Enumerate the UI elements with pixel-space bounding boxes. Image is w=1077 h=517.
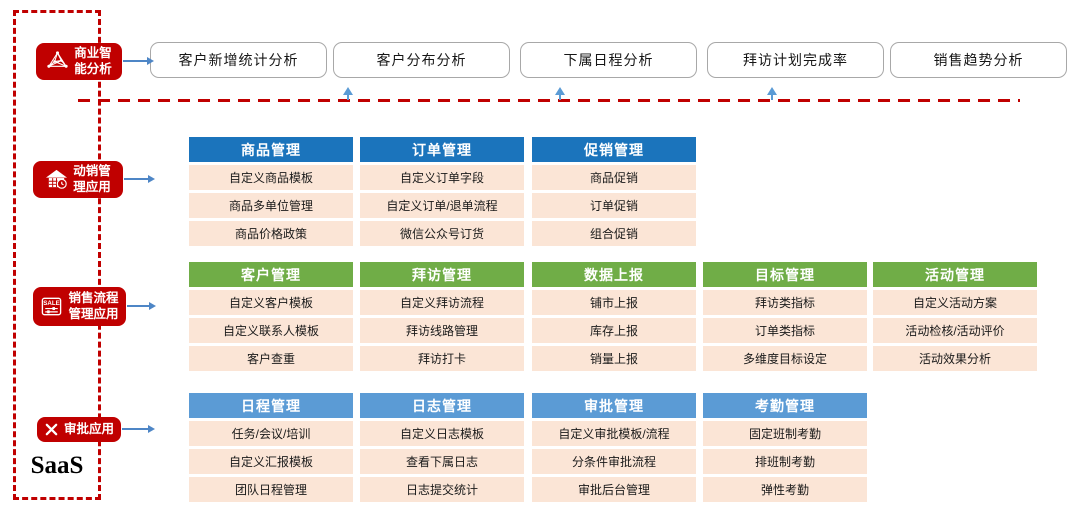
svg-text:SALE: SALE — [44, 300, 61, 307]
up-arrow — [555, 87, 565, 100]
module-label: 商业智能分析 — [74, 46, 112, 77]
feature-table-header: 订单管理 — [360, 137, 524, 162]
feature-table: 目标管理拜访类指标订单类指标多维度目标设定 — [703, 262, 867, 371]
feature-item: 库存上报 — [532, 318, 696, 343]
feature-item: 自定义商品模板 — [189, 165, 353, 190]
feature-item: 铺市上报 — [532, 290, 696, 315]
bi-network-icon — [46, 50, 69, 73]
feature-item: 商品促销 — [532, 165, 696, 190]
up-arrow — [343, 87, 353, 100]
analysis-box: 客户新增统计分析 — [150, 42, 327, 78]
feature-item: 拜访打卡 — [360, 346, 524, 371]
feature-item: 自定义客户模板 — [189, 290, 353, 315]
feature-item: 微信公众号订货 — [360, 221, 524, 246]
feature-item: 自定义日志模板 — [360, 421, 524, 446]
module-approval-app: 审批应用 — [37, 417, 121, 442]
feature-item: 审批后台管理 — [532, 477, 696, 502]
saas-boundary-box — [13, 10, 101, 500]
module-label-line: 销售流程 — [68, 290, 119, 305]
module-label-line: 理应用 — [73, 179, 111, 194]
feature-item: 商品价格政策 — [189, 221, 353, 246]
feature-item: 团队日程管理 — [189, 477, 353, 502]
feature-item: 多维度目标设定 — [703, 346, 867, 371]
feature-table-header: 客户管理 — [189, 262, 353, 287]
analysis-box: 下属日程分析 — [520, 42, 697, 78]
module-sales-process-app: SALE 销售流程管理应用 — [33, 287, 126, 326]
module-label-line: 能分析 — [74, 61, 112, 76]
feature-item: 自定义订单字段 — [360, 165, 524, 190]
module-sales-trade-app: 动销管理应用 — [33, 161, 123, 198]
feature-table-header: 活动管理 — [873, 262, 1037, 287]
module-label-line: 动销管 — [73, 163, 111, 178]
bi-separator-dashed-line — [78, 99, 1020, 102]
analysis-box: 拜访计划完成率 — [707, 42, 884, 78]
feature-table: 商品管理自定义商品模板商品多单位管理商品价格政策 — [189, 137, 353, 246]
module-label: 审批应用 — [64, 422, 114, 438]
feature-table: 审批管理自定义审批模板/流程分条件审批流程审批后台管理 — [532, 393, 696, 502]
connector-arrow — [127, 302, 156, 310]
feature-table: 日志管理自定义日志模板查看下属日志日志提交统计 — [360, 393, 524, 502]
feature-table: 日程管理任务/会议/培训自定义汇报模板团队日程管理 — [189, 393, 353, 502]
feature-table: 订单管理自定义订单字段自定义订单/退单流程微信公众号订货 — [360, 137, 524, 246]
feature-item: 客户查重 — [189, 346, 353, 371]
feature-table: 客户管理自定义客户模板自定义联系人模板客户查重 — [189, 262, 353, 371]
sale-panel-icon: SALE — [40, 295, 63, 318]
feature-item: 日志提交统计 — [360, 477, 524, 502]
module-bi-analysis: 商业智能分析 — [36, 43, 122, 80]
feature-item: 任务/会议/培训 — [189, 421, 353, 446]
analysis-box: 客户分布分析 — [333, 42, 510, 78]
feature-item: 自定义汇报模板 — [189, 449, 353, 474]
feature-item: 订单促销 — [532, 193, 696, 218]
connector-arrow — [124, 175, 155, 183]
feature-item: 自定义拜访流程 — [360, 290, 524, 315]
module-label-line: 管理应用 — [68, 306, 119, 321]
module-label: 销售流程管理应用 — [68, 291, 118, 322]
feature-table: 活动管理自定义活动方案活动检核/活动评价活动效果分析 — [873, 262, 1037, 371]
store-clock-icon — [45, 168, 68, 191]
feature-item: 自定义订单/退单流程 — [360, 193, 524, 218]
feature-table-header: 数据上报 — [532, 262, 696, 287]
crossed-tools-icon — [44, 422, 59, 437]
module-label-line: 商业智 — [74, 45, 112, 60]
feature-item: 商品多单位管理 — [189, 193, 353, 218]
feature-item: 拜访类指标 — [703, 290, 867, 315]
feature-item: 活动效果分析 — [873, 346, 1037, 371]
feature-item: 分条件审批流程 — [532, 449, 696, 474]
feature-item: 查看下属日志 — [360, 449, 524, 474]
feature-item: 订单类指标 — [703, 318, 867, 343]
feature-table-header: 日程管理 — [189, 393, 353, 418]
feature-item: 排班制考勤 — [703, 449, 867, 474]
feature-item: 弹性考勤 — [703, 477, 867, 502]
module-label: 动销管理应用 — [73, 164, 111, 195]
feature-table-header: 商品管理 — [189, 137, 353, 162]
feature-table: 数据上报铺市上报库存上报销量上报 — [532, 262, 696, 371]
feature-table-header: 日志管理 — [360, 393, 524, 418]
feature-table-header: 目标管理 — [703, 262, 867, 287]
feature-item: 活动检核/活动评价 — [873, 318, 1037, 343]
feature-table-header: 拜访管理 — [360, 262, 524, 287]
feature-table: 促销管理商品促销订单促销组合促销 — [532, 137, 696, 246]
feature-item: 销量上报 — [532, 346, 696, 371]
analysis-box: 销售趋势分析 — [890, 42, 1067, 78]
feature-item: 自定义活动方案 — [873, 290, 1037, 315]
module-label-line: 审批应用 — [63, 421, 114, 436]
feature-item: 自定义联系人模板 — [189, 318, 353, 343]
feature-item: 拜访线路管理 — [360, 318, 524, 343]
feature-table-header: 审批管理 — [532, 393, 696, 418]
feature-table-header: 考勤管理 — [703, 393, 867, 418]
feature-item: 组合促销 — [532, 221, 696, 246]
feature-table-header: 促销管理 — [532, 137, 696, 162]
feature-table: 拜访管理自定义拜访流程拜访线路管理拜访打卡 — [360, 262, 524, 371]
connector-arrow — [122, 425, 155, 433]
feature-item: 固定班制考勤 — [703, 421, 867, 446]
connector-arrow — [123, 57, 154, 65]
saas-label: SaaS — [30, 452, 84, 479]
feature-table: 考勤管理固定班制考勤排班制考勤弹性考勤 — [703, 393, 867, 502]
up-arrow — [767, 87, 777, 100]
feature-item: 自定义审批模板/流程 — [532, 421, 696, 446]
